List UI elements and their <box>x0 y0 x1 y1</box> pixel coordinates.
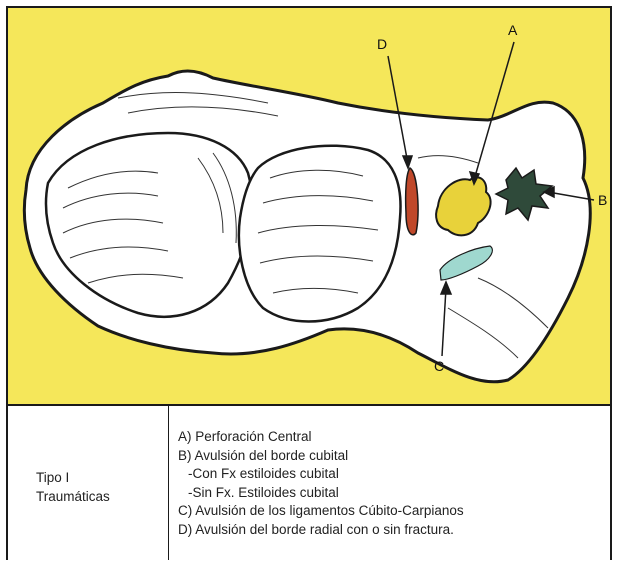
legend-item-a: A) Perforación Central <box>178 428 608 447</box>
legend-item-b-sub1: -Con Fx estiloides cubital <box>178 465 608 484</box>
legend-divider <box>168 406 169 560</box>
legend-item-b: B) Avulsión del borde cubital <box>178 447 608 466</box>
callout-a: A <box>508 22 517 38</box>
type-title: Tipo I <box>36 468 166 487</box>
legend-item-d: D) Avulsión del borde radial con o sin f… <box>178 521 608 540</box>
type-subtitle: Traumáticas <box>36 487 166 506</box>
legend-item-c: C) Avulsión de los ligamentos Cúbito-Car… <box>178 502 608 521</box>
radius-tfcc-drawing <box>8 8 612 406</box>
callout-d: D <box>377 36 387 52</box>
legend-item-b-sub2: -Sin Fx. Estiloides cubital <box>178 484 608 503</box>
legend-table: Tipo I Traumáticas A) Perforación Centra… <box>6 406 612 560</box>
wrist-illustration: D A B C <box>6 6 612 406</box>
type-label: Tipo I Traumáticas <box>36 468 166 506</box>
legend-descriptions: A) Perforación Central B) Avulsión del b… <box>178 428 608 539</box>
callout-b: B <box>598 192 607 208</box>
callout-c: C <box>434 358 444 374</box>
